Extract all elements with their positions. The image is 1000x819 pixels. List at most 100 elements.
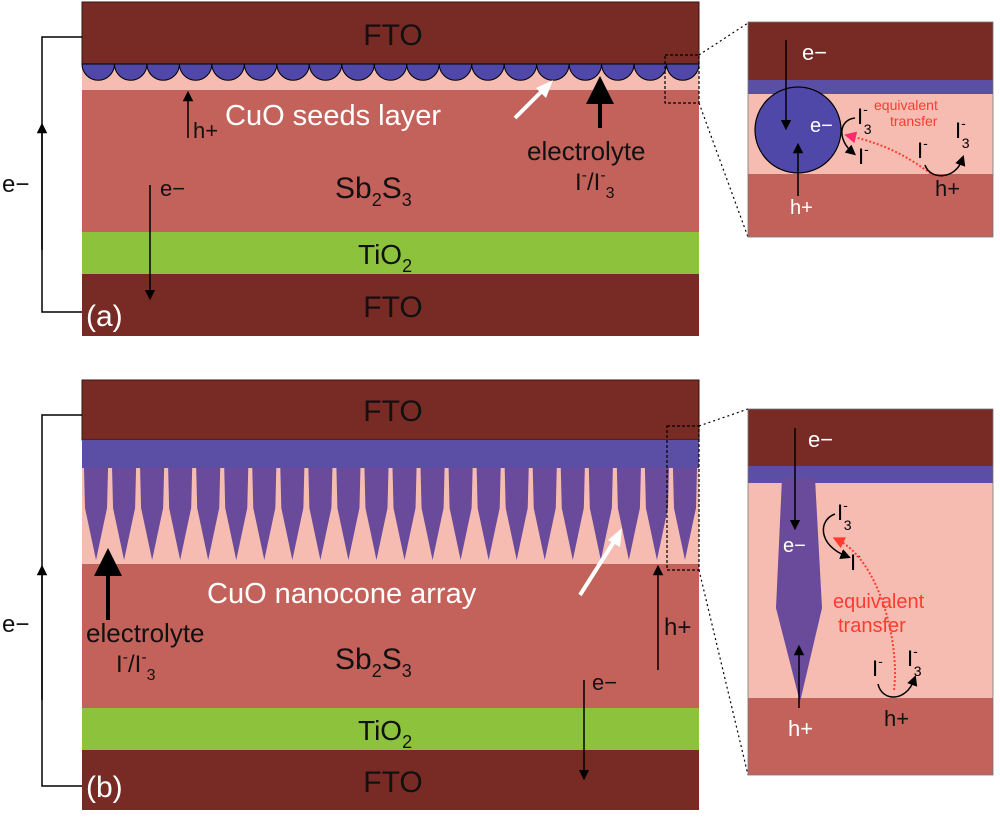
cuo-nanocone [504,468,529,560]
seeds-layer-label-a: CuO seeds layer [225,100,441,132]
zoom-a-i-left-main: I [858,144,864,169]
zoom-line-bottom-a [698,102,749,238]
zoom-b-i3-sub: 3 [844,517,852,533]
zoom-b-annotations: e− e− h+ I-3 I- equivalent transfer I- I… [783,427,925,741]
cuo-nanocone [196,468,221,560]
cuo-seed-particle [373,63,408,81]
zoom-box-b [666,425,700,571]
tio2-b-main: TiO [358,715,402,746]
fto-top-label-a: FTO [363,19,422,52]
sb2s3-label-b: Sb2S3 [335,643,412,681]
zoom-b-i3-main: I [837,500,843,525]
cuo-seeds-a [81,63,700,81]
sb2s3-a-sb: Sb [335,172,372,205]
panel-b: FTO FTO CuO nanocone array Sb2S3 TiO2 el… [2,379,749,810]
zoom-a-sb2s3 [748,174,993,237]
tio2-layer-a [82,232,699,274]
sb2s3-b-sub2: 3 [402,661,412,681]
redox-a-sup: - [582,167,587,184]
zoom-a-i3b-sup: - [961,115,966,131]
zoom-b-h-right: h+ [884,706,909,731]
zoom-frame-b [747,408,994,776]
cuo-seed-particle [178,63,213,81]
zoom-a-i3b-sub: 3 [962,135,970,151]
redox-b-slash: /I [128,651,141,678]
zoom-a-annotations: e− e− h+ I-3 I- equivalent transfer I- I… [780,40,970,219]
zoom-a-h-bottom: h+ [790,197,813,219]
cuo-seed-particle [308,63,343,81]
zoom-b-sb2s3 [748,698,993,775]
zoom-a-i3-main: I [857,104,863,129]
zoom-b-i3b-sub: 3 [914,663,922,679]
zoom-a-transfer: transfer [890,113,938,129]
cuo-seed-particle [471,63,505,81]
cuo-nanocone [476,468,501,560]
zoom-b-i3: I-3 [837,497,852,533]
zoom-a-i-left-sup: - [864,141,869,157]
zoom-a-reduction-arrow [841,117,856,156]
cuo-nanocone [364,468,389,560]
cuo-nanocone [168,468,193,560]
sb2s3-b-sb: Sb [335,643,372,676]
cuo-nanocone [84,468,109,560]
cuo-nanocone [392,468,417,560]
cuo-nanocone [252,468,277,560]
zoom-b-i-left: I- [850,547,861,575]
zoom-b-e-top: e− [808,427,833,452]
cuo-blue-layer-b [82,440,699,468]
zoom-b-i-pair-sup: - [878,653,883,669]
circuit-e-label-b: e− [2,611,29,638]
zoom-a-e-mid: e− [810,115,833,137]
cuo-nanocone [224,468,249,560]
zoom-b-i3b: I-3 [907,643,922,679]
sb2s3-b-sub1: 2 [372,661,382,681]
zoom-a-i-pair-sup: - [923,135,928,151]
zoom-b-fto [748,409,993,466]
cuo-seed-particle [406,63,440,81]
zoom-b-e-mid: e− [783,535,806,557]
sb2s3-layer-a [82,90,699,232]
cuo-seed-particle [503,63,538,81]
sb2s3-a-s: S [382,172,402,205]
zoom-a-i-pair-main: I [917,138,923,163]
redox-a-sub: 3 [606,185,615,202]
zoom-panel-a [748,22,993,237]
sb2s3-a-sub1: 2 [372,190,382,210]
zoom-line-top-b [698,408,749,427]
zoom-b-i-pair: I- [872,653,883,681]
cuo-seed-particle [81,63,115,81]
zoom-a-i3-sub: 3 [864,121,872,137]
tio2-label-a: TiO2 [358,239,412,276]
zoom-b-i-left-main: I [850,550,856,575]
sb2s3-label-a: Sb2S3 [335,172,412,210]
zoom-b-i-pair-main: I [872,656,878,681]
panel-a: FTO FTO Sb2S3 TiO2 CuO seeds layer h+ e−… [2,1,749,336]
zoom-a-equivalent: equivalent [874,97,938,113]
cuo-nanocones-b [84,468,697,560]
zoom-a-i3-sup: - [863,101,868,117]
panel-label-a: (a) [86,300,123,333]
zoom-b-oxidation-arrow [877,675,918,698]
fto-bottom-layer-b [82,750,699,810]
fto-bottom-label-b: FTO [363,766,422,799]
cuo-nanocone [560,468,585,560]
redox-b-sup2: - [141,649,146,666]
fto-top-layer-b [81,379,700,441]
cone-array-label-b: CuO nanocone array [207,578,477,610]
zoom-panel-b [748,409,993,775]
cuo-nanocone [140,468,165,560]
sb2s3-layer-b [82,564,699,708]
zoom-b-equivalent: equivalent [833,591,925,613]
panel-label-b: (b) [86,771,123,804]
zoom-a-e-top: e− [802,40,827,65]
tio2-b-sub: 2 [402,732,412,752]
electrolyte-label-b: electrolyte [86,618,205,648]
zoom-b-h-bottom: h+ [788,716,813,741]
seeds-pointer-arrow-a [513,86,547,120]
tio2-layer-b [82,708,699,750]
fto-bottom-label-a: FTO [363,291,422,324]
external-circuit-b [41,414,82,787]
zoom-line-bottom-b [698,569,749,776]
cuo-nanocone [280,468,305,560]
